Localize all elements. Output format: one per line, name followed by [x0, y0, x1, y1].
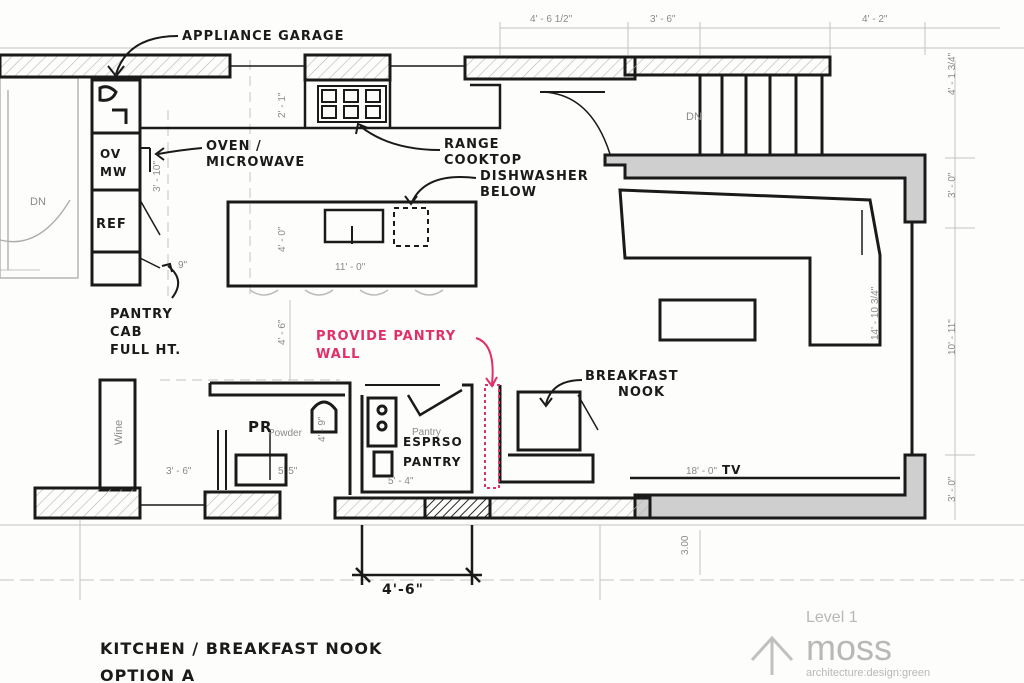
svg-text:CAB: CAB	[110, 325, 143, 340]
svg-text:4' - 2": 4' - 2"	[862, 14, 888, 25]
leader-lines	[107, 35, 583, 408]
level-label: Level 1	[806, 609, 858, 626]
svg-text:DN: DN	[30, 196, 46, 208]
svg-text:MW: MW	[100, 165, 127, 179]
stools	[249, 289, 444, 296]
brand-logo: moss	[806, 627, 892, 668]
left-stair	[0, 77, 79, 279]
svg-text:PROVIDE PANTRY: PROVIDE PANTRY	[316, 329, 456, 344]
svg-text:4' - 0": 4' - 0"	[277, 226, 288, 252]
svg-text:2' - 1": 2' - 1"	[277, 92, 288, 118]
handwritten-notes: APPLIANCE GARAGE OVEN / MICROWAVE RANGE …	[96, 29, 741, 598]
new-pantry-wall	[475, 337, 500, 489]
svg-text:Pantry: Pantry	[412, 427, 441, 438]
svg-text:DISHWASHER: DISHWASHER	[480, 169, 589, 184]
svg-text:Wine: Wine	[113, 420, 125, 445]
svg-text:TV: TV	[722, 463, 741, 477]
svg-text:5' - 4": 5' - 4"	[388, 476, 414, 487]
cad-labels: 4' - 6 1/2" 3' - 6" 4' - 2" 4' - 1 3/4" …	[30, 14, 958, 555]
drawing-option: OPTION A	[100, 666, 195, 683]
svg-text:DN: DN	[686, 111, 702, 123]
svg-text:9": 9"	[178, 260, 188, 271]
top-wall	[0, 53, 832, 82]
living-wall	[603, 153, 927, 520]
stair-down	[539, 75, 824, 160]
svg-text:OVEN /: OVEN /	[206, 139, 262, 154]
svg-text:PANTRY: PANTRY	[403, 455, 461, 469]
svg-text:MICROWAVE: MICROWAVE	[206, 155, 305, 170]
island	[226, 200, 478, 288]
svg-text:4' - 6": 4' - 6"	[277, 319, 288, 345]
svg-text:4' - 1 3/4": 4' - 1 3/4"	[947, 52, 958, 95]
door-opening	[423, 496, 492, 520]
svg-text:REF: REF	[96, 217, 127, 232]
svg-text:4'-6": 4'-6"	[382, 582, 424, 598]
svg-text:Powder: Powder	[268, 428, 303, 439]
svg-text:4' - 9": 4' - 9"	[317, 416, 328, 442]
svg-text:3' - 0": 3' - 0"	[947, 476, 958, 502]
svg-text:BELOW: BELOW	[480, 185, 537, 200]
svg-text:3.00: 3.00	[680, 535, 691, 555]
svg-text:NOOK: NOOK	[618, 385, 665, 400]
brand-tagline: architecture:design:green	[806, 667, 930, 679]
svg-text:FULL HT.: FULL HT.	[110, 343, 181, 358]
drawing-title: KITCHEN / BREAKFAST NOOK	[100, 639, 382, 658]
svg-text:3' - 6": 3' - 6"	[650, 14, 676, 25]
sectional-sofa	[618, 188, 882, 347]
svg-text:18' - 0": 18' - 0"	[686, 466, 717, 477]
width-dimension	[352, 525, 482, 585]
svg-text:10' - 11": 10' - 11"	[947, 319, 958, 355]
svg-text:WALL: WALL	[316, 347, 360, 362]
svg-text:APPLIANCE GARAGE: APPLIANCE GARAGE	[182, 29, 344, 44]
north-arrow-icon	[750, 635, 794, 675]
bottom-wall	[33, 486, 652, 520]
svg-text:ESPRSO: ESPRSO	[403, 435, 463, 449]
cooktop	[317, 85, 387, 123]
svg-text:3' - 0": 3' - 0"	[947, 172, 958, 198]
powder-room	[208, 381, 352, 495]
svg-text:PANTRY: PANTRY	[110, 307, 173, 322]
back-counter	[138, 80, 502, 130]
svg-text:3' - 6": 3' - 6"	[166, 466, 192, 477]
svg-text:RANGE: RANGE	[444, 137, 500, 152]
cad-dimension-lines	[0, 22, 1024, 600]
appliance-tower	[90, 78, 161, 287]
svg-text:4' - 6 1/2": 4' - 6 1/2"	[530, 14, 573, 25]
svg-text:COOKTOP: COOKTOP	[444, 153, 522, 168]
svg-text:14' - 10 3/4": 14' - 10 3/4"	[870, 286, 881, 340]
svg-text:3' - 10": 3' - 10"	[152, 161, 163, 192]
espresso-pantry	[360, 383, 474, 494]
svg-text:PR: PR	[248, 418, 273, 436]
svg-text:11' - 0": 11' - 0"	[335, 262, 366, 273]
svg-text:OV: OV	[100, 147, 121, 161]
svg-text:BREAKFAST: BREAKFAST	[585, 369, 679, 384]
svg-text:5' 5": 5' 5"	[278, 466, 298, 477]
title-block: KITCHEN / BREAKFAST NOOK OPTION A Level …	[100, 609, 930, 683]
